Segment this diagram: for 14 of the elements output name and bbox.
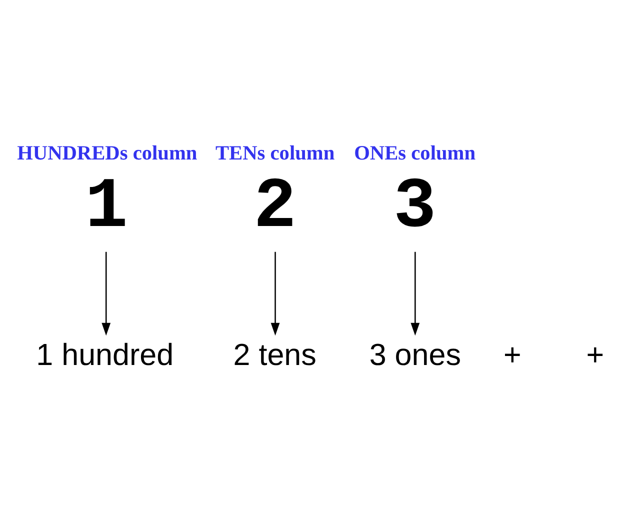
- arrow: [102, 252, 111, 336]
- node-text: 2 tens: [233, 338, 316, 372]
- node-text: 3 ones: [369, 338, 461, 372]
- node-label: HUNDREDs column: [17, 142, 198, 165]
- node-label: TENs column: [215, 142, 335, 165]
- node-text: 3: [394, 168, 436, 248]
- arrow: [270, 252, 280, 336]
- node-text: 2: [254, 168, 296, 248]
- label: +: [586, 338, 604, 372]
- node-text: 1: [85, 168, 128, 248]
- node-label: ONEs column: [354, 142, 476, 165]
- arrow: [410, 252, 420, 336]
- node-text: 1 hundred: [36, 338, 174, 372]
- label: +: [504, 338, 522, 372]
